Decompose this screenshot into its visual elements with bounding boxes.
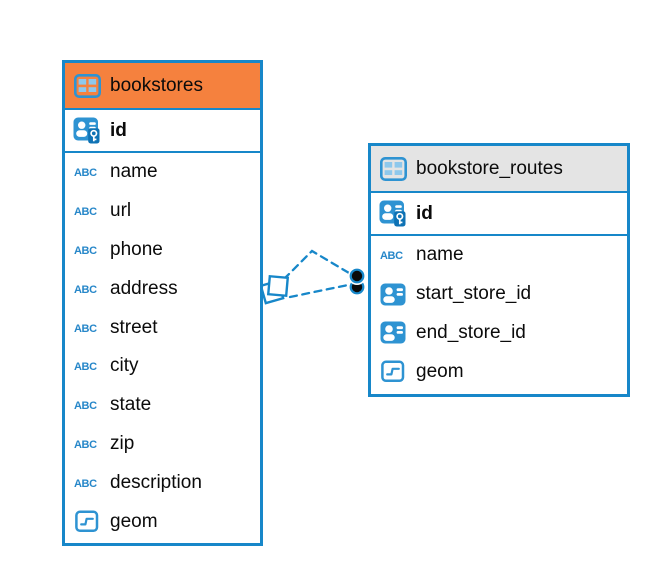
person-icon [379, 283, 407, 306]
field-label: street [110, 316, 158, 338]
abc-icon: ABC [379, 248, 407, 262]
svg-text:ABC: ABC [74, 478, 97, 490]
field-label: name [416, 244, 464, 266]
svg-text:ABC: ABC [74, 284, 97, 296]
field-row-url[interactable]: ABC url [65, 192, 260, 231]
abc-icon: ABC [73, 321, 101, 335]
svg-text:ABC: ABC [74, 361, 97, 373]
abc-icon: ABC [73, 359, 101, 373]
field-label: address [110, 277, 178, 299]
svg-text:ABC: ABC [380, 250, 403, 262]
field-row-name[interactable]: ABC name [371, 236, 627, 275]
primary-key-icon [73, 117, 101, 144]
geometry-icon [73, 510, 101, 533]
svg-text:ABC: ABC [74, 400, 97, 412]
abc-icon: ABC [73, 282, 101, 296]
field-label: geom [110, 510, 158, 532]
table-icon [73, 73, 101, 98]
abc-icon: ABC [73, 165, 101, 179]
field-label: zip [110, 432, 135, 454]
field-row-start_store_id[interactable]: start_store_id [371, 275, 627, 314]
field-label: end_store_id [416, 321, 526, 343]
table-header[interactable]: bookstores [65, 63, 260, 110]
field-label: start_store_id [416, 283, 532, 305]
primary-key-row[interactable]: id [371, 193, 627, 236]
svg-text:ABC: ABC [74, 323, 97, 335]
svg-text:ABC: ABC [74, 167, 97, 179]
field-row-address[interactable]: ABC address [65, 269, 260, 308]
abc-icon: ABC [73, 243, 101, 257]
field-row-geom[interactable]: geom [371, 352, 627, 391]
svg-text:ABC: ABC [74, 439, 97, 451]
field-label: city [110, 355, 139, 377]
field-label: geom [416, 360, 464, 382]
field-row-zip[interactable]: ABC zip [65, 425, 260, 464]
table-icon [379, 156, 407, 181]
primary-key-row[interactable]: id [65, 110, 260, 153]
relationship-line-start-store[interactable] [288, 283, 350, 299]
field-row-city[interactable]: ABC city [65, 347, 260, 386]
field-label: description [110, 471, 202, 493]
table-title: bookstores [110, 74, 203, 96]
field-row-phone[interactable]: ABC phone [65, 231, 260, 270]
abc-icon: ABC [73, 204, 101, 218]
primary-key-icon [379, 200, 407, 227]
table-title: bookstore_routes [416, 157, 563, 179]
geometry-icon [379, 360, 407, 383]
svg-text:ABC: ABC [74, 206, 97, 218]
abc-icon: ABC [73, 476, 101, 490]
field-row-end_store_id[interactable]: end_store_id [371, 314, 627, 353]
field-row-geom[interactable]: geom [65, 502, 260, 541]
svg-text:ABC: ABC [74, 245, 97, 257]
relationship-line-end-store[interactable] [282, 249, 351, 281]
field-label: name [110, 161, 158, 183]
abc-icon: ABC [73, 398, 101, 412]
person-icon [379, 321, 407, 344]
abc-icon: ABC [73, 437, 101, 451]
field-label: phone [110, 238, 163, 260]
field-row-description[interactable]: ABC description [65, 463, 260, 502]
field-row-street[interactable]: ABC street [65, 308, 260, 347]
primary-key-label: id [110, 119, 127, 141]
field-row-name[interactable]: ABC name [65, 153, 260, 192]
field-row-state[interactable]: ABC state [65, 386, 260, 425]
table-bookstore-routes[interactable]: bookstore_routes id ABC name start_store_i… [368, 143, 630, 397]
many-end-marker [259, 274, 290, 305]
one-end-marker [348, 267, 366, 295]
field-label: state [110, 394, 152, 416]
field-label: url [110, 200, 132, 222]
primary-key-label: id [416, 202, 433, 224]
table-header[interactable]: bookstore_routes [371, 146, 627, 193]
